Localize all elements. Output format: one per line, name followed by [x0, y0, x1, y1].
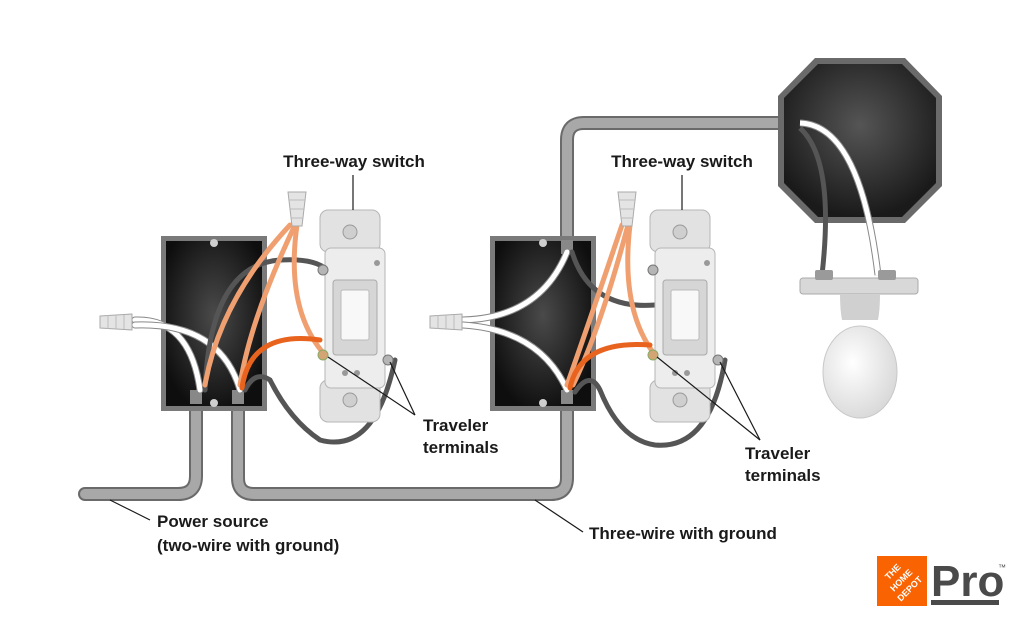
label-switch-left: Three-way switch	[283, 152, 425, 171]
wire-hot	[239, 336, 323, 391]
label-traveler-right-2: terminals	[745, 466, 821, 485]
wire-traveler	[202, 222, 293, 388]
label-traveler-right-1: Traveler	[745, 444, 811, 463]
left-box-wires	[131, 222, 398, 445]
wire-ground	[202, 257, 330, 393]
label-power-2: (two-wire with ground)	[157, 536, 339, 555]
wire-nut-left-neutral	[99, 313, 133, 331]
light-fixture-box	[778, 58, 942, 276]
home-depot-pro-logo: THE HOME DEPOT Pro ™	[877, 556, 1006, 606]
label-power-1: Power source	[157, 512, 269, 531]
home-depot-logo-square	[877, 556, 927, 606]
wire-nut-right-traveler	[617, 191, 637, 227]
label-three-wire: Three-wire with ground	[589, 524, 777, 543]
wire-nut-left-traveler	[287, 191, 307, 227]
wire-nut-right-neutral	[429, 313, 463, 331]
right-box-wires	[459, 222, 728, 448]
callout-lines	[109, 175, 761, 533]
label-traveler-left-2: terminals	[423, 438, 499, 457]
left-three-way-switch	[317, 209, 394, 423]
label-switch-right: Three-way switch	[611, 152, 753, 171]
labels: Three-way switch Three-way switch Travel…	[157, 152, 821, 555]
label-traveler-left-1: Traveler	[423, 416, 489, 435]
traveler-terminal	[317, 349, 329, 361]
logo-trademark: ™	[998, 563, 1006, 572]
logo-pro-text: Pro	[931, 557, 1004, 606]
conduit-cables	[78, 116, 815, 501]
light-bulb	[799, 270, 919, 419]
right-three-way-switch	[647, 209, 724, 423]
